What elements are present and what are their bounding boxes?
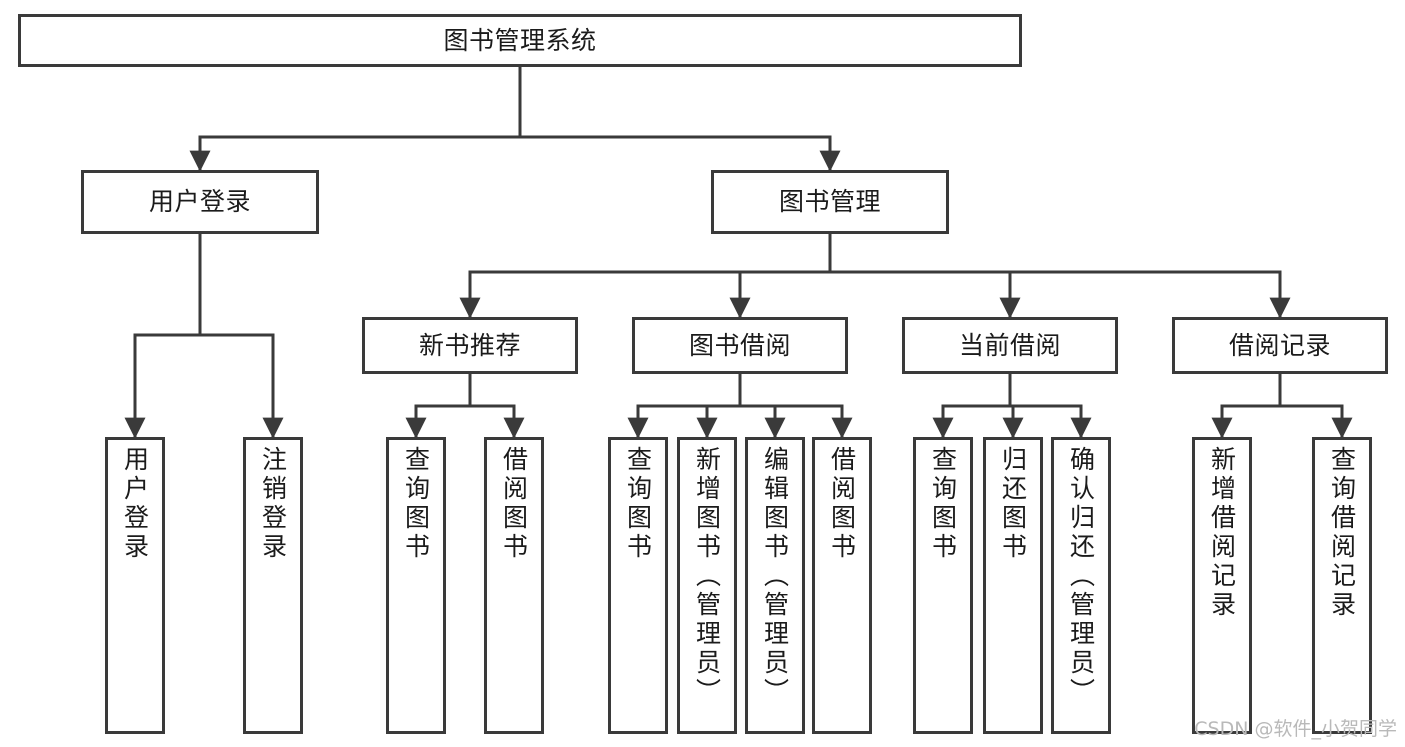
node-label: 用户登录 [120, 446, 150, 562]
node-leaf-borrow-book-1[interactable]: 借阅图书 [484, 437, 544, 734]
node-label: 查询图书 [928, 446, 958, 562]
node-label: 查询借阅记录 [1327, 446, 1357, 620]
node-label: 图书管理系统 [443, 25, 597, 55]
node-label: 确认归还（管理员） [1066, 446, 1096, 707]
node-leaf-query-book-2[interactable]: 查询图书 [608, 437, 668, 734]
node-label: 借阅图书 [827, 446, 857, 562]
node-leaf-user-login[interactable]: 用户登录 [105, 437, 165, 734]
node-user-login[interactable]: 用户登录 [81, 170, 319, 234]
node-leaf-query-book-3[interactable]: 查询图书 [913, 437, 973, 734]
node-label: 查询图书 [401, 446, 431, 562]
node-label: 用户登录 [148, 187, 251, 216]
node-label: 借阅图书 [499, 446, 529, 562]
node-borrow-record[interactable]: 借阅记录 [1172, 317, 1388, 374]
node-label: 注销登录 [258, 446, 288, 562]
node-book-manage[interactable]: 图书管理 [711, 170, 949, 234]
node-label: 归还图书 [998, 446, 1028, 562]
node-book-borrow[interactable]: 图书借阅 [632, 317, 848, 374]
node-label: 编辑图书（管理员） [760, 446, 790, 707]
node-label: 图书管理 [778, 187, 881, 216]
node-leaf-query-book-1[interactable]: 查询图书 [386, 437, 446, 734]
node-leaf-return-book[interactable]: 归还图书 [983, 437, 1043, 734]
node-leaf-edit-book[interactable]: 编辑图书（管理员） [745, 437, 805, 734]
node-current-borrow[interactable]: 当前借阅 [902, 317, 1118, 374]
node-label: 查询图书 [623, 446, 653, 562]
node-leaf-borrow-book-2[interactable]: 借阅图书 [812, 437, 872, 734]
node-label: 新增借阅记录 [1207, 446, 1237, 620]
watermark: CSDN @软件_小贺同学 [1194, 718, 1397, 740]
node-leaf-logout[interactable]: 注销登录 [243, 437, 303, 734]
node-label: 新书推荐 [418, 330, 521, 360]
node-leaf-query-record[interactable]: 查询借阅记录 [1312, 437, 1372, 734]
node-leaf-add-book[interactable]: 新增图书（管理员） [677, 437, 737, 734]
node-root[interactable]: 图书管理系统 [18, 14, 1022, 67]
node-label: 借阅记录 [1228, 330, 1331, 360]
node-label: 当前借阅 [958, 330, 1061, 360]
node-label: 新增图书（管理员） [692, 446, 722, 707]
node-label: 图书借阅 [688, 330, 791, 360]
node-leaf-add-record[interactable]: 新增借阅记录 [1192, 437, 1252, 734]
node-new-book-rec[interactable]: 新书推荐 [362, 317, 578, 374]
node-leaf-confirm-return[interactable]: 确认归还（管理员） [1051, 437, 1111, 734]
